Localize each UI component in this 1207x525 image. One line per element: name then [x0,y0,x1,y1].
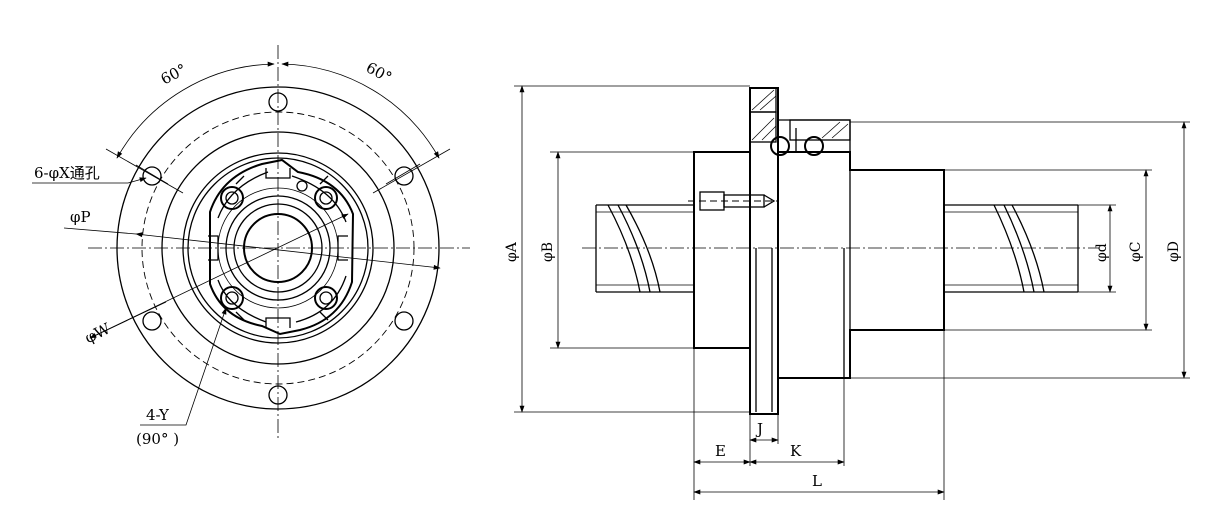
dim-K-label: K [790,442,802,460]
angle-tick-line [385,163,421,185]
pcd-label: φP [70,208,91,226]
flange [749,87,779,415]
angle-arc-right [281,61,440,159]
mount-hole [268,385,288,405]
oil-hole [314,286,338,310]
oil-hole [314,186,338,210]
grease-nipple [296,180,308,192]
dim-A-label: φA [504,241,520,262]
dim-J-label: J [755,420,763,438]
dim-L-label: L [812,472,822,490]
dim-D-label: φD [1166,241,1182,262]
angle-label-right: 60° [363,58,395,86]
w-dimension-arrow [89,301,167,339]
dim-B-label: φB [540,242,556,262]
nut-body-front [693,151,751,349]
mount-hole [142,311,162,331]
oil-hole [220,286,244,310]
oil-hole [220,186,244,210]
mount-hole [142,166,162,186]
right-screw-shaft [944,204,1079,293]
pcd-leader [63,227,137,235]
mount-hole [394,166,414,186]
angle-extension-line [105,148,184,194]
mounting-holes [142,92,414,405]
left-screw-shaft [595,204,694,293]
grease-nipple-side [688,191,778,211]
oil-holes [220,180,338,310]
side-view: φA φB φd φC φD J E K [504,85,1190,500]
angle-tick-line [135,164,169,185]
support-bearing [749,87,851,156]
oil-hole-angle: (90° ) [136,430,179,448]
bearing-ball [770,136,790,156]
oil-hole-leader [140,307,227,426]
dim-d-label: φd [1094,243,1110,262]
oil-hole-label: 4-Y [146,406,170,424]
nut-body-rear [778,151,945,379]
angle-label-left: 60° [158,60,190,88]
mount-hole-leader [32,177,147,184]
dim-C-label: φC [1128,241,1144,262]
nut-profile [209,158,355,336]
angle-arc-left [116,61,275,159]
nut-inner-profile [217,171,347,323]
mount-hole [394,311,414,331]
front-view: 60° 60° 6 [32,45,470,448]
dim-E-label: E [715,442,726,460]
angle-extension-line [372,148,451,194]
pcd-dimension-line [135,232,441,270]
w-label: φW [82,319,114,347]
mount-hole-label: 6-φX通孔 [34,164,100,182]
bearing-ball [804,136,824,156]
